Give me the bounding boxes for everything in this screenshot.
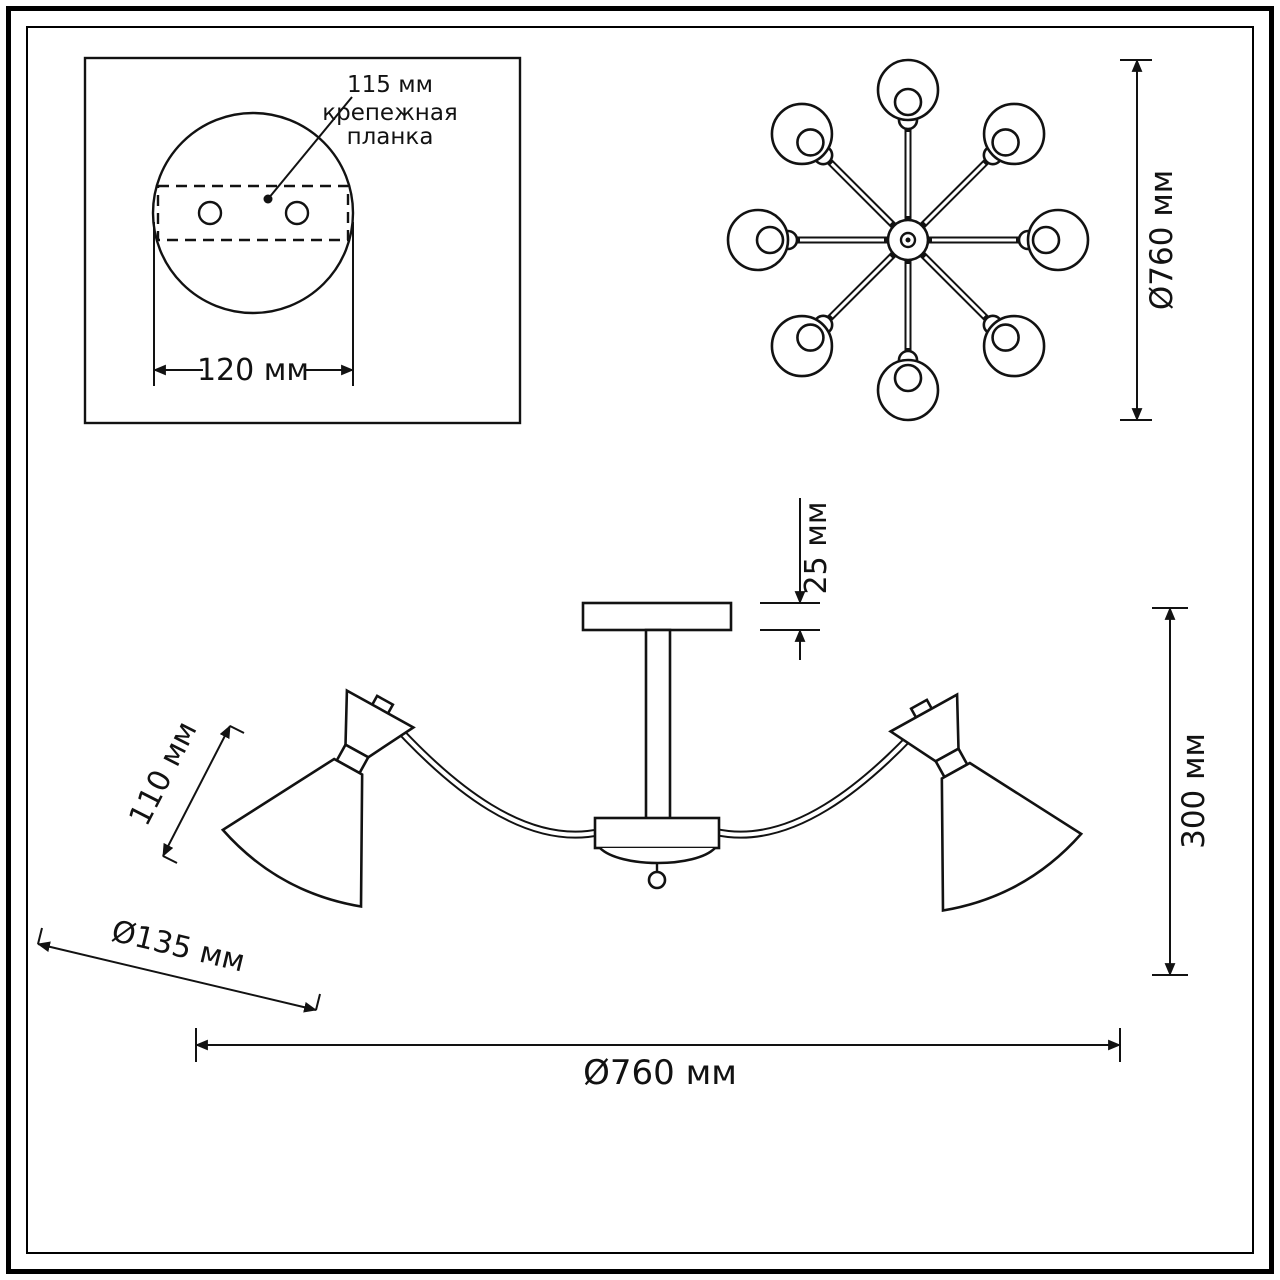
top-view-arm (726, 208, 908, 272)
left-shade (220, 688, 416, 909)
hole-pitch-label: 115 мм (347, 72, 433, 98)
mount-circle (151, 111, 355, 315)
top-view: Ø760 мм (726, 58, 1180, 422)
shade-height-dimension: 110 мм (123, 716, 245, 864)
shade-diameter-dimension: Ø135 мм (36, 914, 321, 1013)
mount-detail-view: 115 мм крепежная планка 120 мм (83, 56, 522, 425)
mount-detail-box (83, 56, 522, 425)
fixture-height-dimension: 300 мм (1152, 606, 1212, 977)
mount-hole-right (284, 200, 310, 226)
top-view-arm (876, 240, 940, 422)
ceiling-canopy (581, 601, 733, 632)
top-view-hub (886, 218, 930, 262)
side-view: 25 мм 300 мм 110 мм Ø135 мм (36, 498, 1212, 1093)
top-view-arm (905, 102, 1046, 243)
overall-diameter-dimension: Ø760 мм (194, 1028, 1122, 1093)
bracket-label-line1: крепежная (322, 100, 458, 126)
inner-frame (26, 26, 1254, 1254)
leader-line (267, 96, 353, 200)
top-view-diameter-dimension: Ø760 мм (1120, 58, 1180, 422)
top-view-diameter-label: Ø760 мм (1144, 170, 1180, 310)
top-view-arm (908, 208, 1090, 272)
outer-frame (6, 6, 1274, 1274)
finial (647, 864, 667, 890)
center-body (593, 816, 721, 850)
body-bowl (599, 847, 716, 865)
plate-width-dimension: 120 мм (152, 222, 355, 388)
top-view-arm (770, 102, 911, 243)
overall-diameter-label: Ø760 мм (583, 1053, 737, 1093)
shade-height-label: 110 мм (123, 716, 205, 832)
mounting-plate-outline (156, 184, 350, 242)
mount-hole-left (197, 200, 223, 226)
canopy-height-dimension: 25 мм (760, 498, 834, 660)
shade-diameter-label: Ø135 мм (108, 914, 248, 980)
fixture-height-label: 300 мм (1176, 733, 1212, 849)
canopy-height-label: 25 мм (799, 502, 834, 595)
bracket-label-line2: планка (347, 124, 434, 150)
right-shade (888, 692, 1084, 913)
top-view-arm (876, 58, 940, 240)
plate-width-label: 120 мм (197, 353, 309, 388)
left-arm (379, 708, 604, 839)
stem (644, 628, 672, 822)
